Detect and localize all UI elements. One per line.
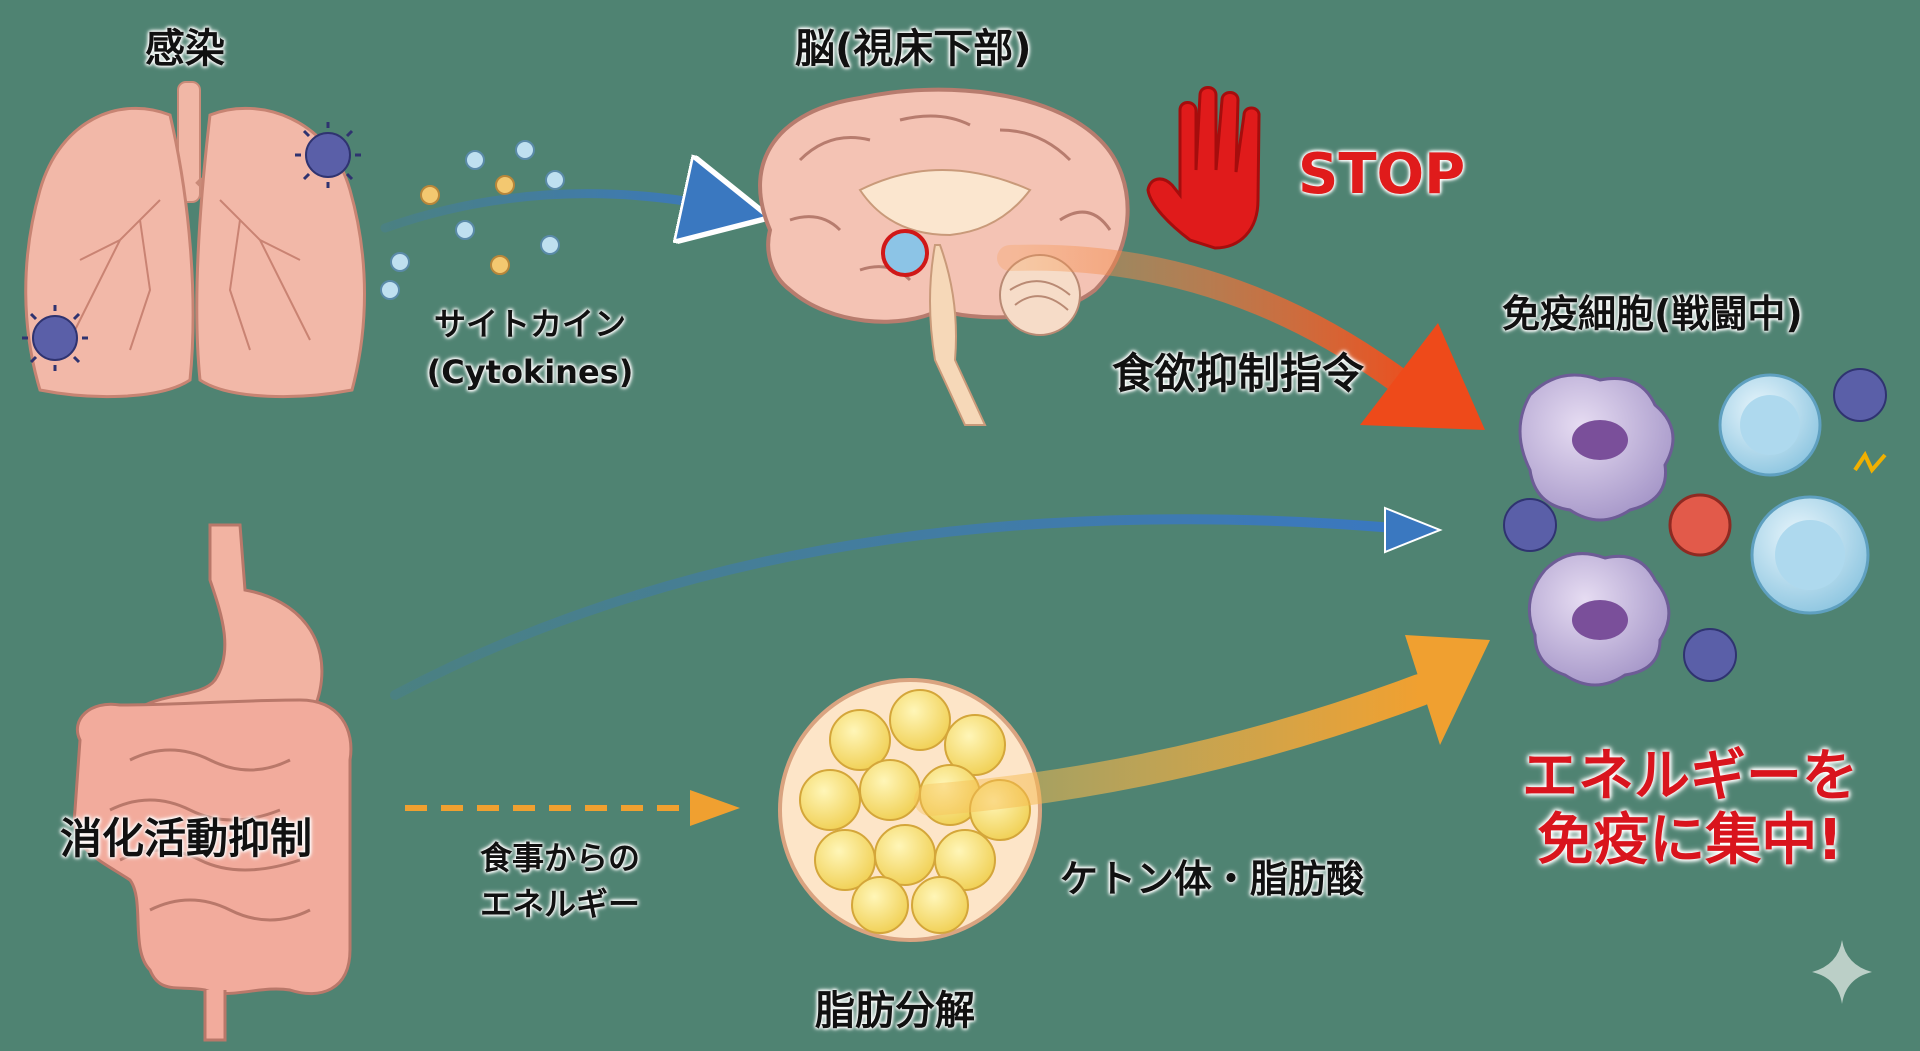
fat-cells-icon [778, 678, 1042, 942]
food-energy-label: 食事からの エネルギー [440, 835, 680, 927]
immune-cell-icon [1503, 368, 1887, 687]
intestine-icon [72, 698, 353, 1042]
brain-label: 脳(視床下部) [795, 26, 1032, 72]
infection-label: 感染 [145, 26, 225, 72]
virus-icon [22, 122, 361, 371]
ketone-label: ケトン体・脂肪酸 [1060, 857, 1365, 901]
cytokine-arrow [380, 194, 735, 228]
stop-label: STOP [1298, 142, 1466, 207]
fat-breakdown-label: 脂肪分解 [815, 988, 975, 1034]
cytokine-label: サイトカイン (Cytokines) [410, 300, 650, 396]
cytokine-label-line2: (Cytokines) [426, 353, 634, 391]
digestion-suppression-label: 消化活動抑制 [60, 814, 313, 863]
stop-hand-icon [1146, 86, 1261, 250]
immune-cells-label: 免疫細胞(戦闘中) [1502, 292, 1803, 336]
conclusion-line1: エネルギーを [1522, 744, 1858, 809]
digestion-arrow [390, 514, 1400, 700]
sparkle-icon [1812, 940, 1872, 1004]
lungs-icon [24, 81, 366, 399]
conclusion-line2: 免疫に集中! [1537, 808, 1843, 874]
appetite-command-label: 食欲抑制指令 [1112, 349, 1365, 398]
food-energy-label-line2: エネルギー [479, 885, 640, 923]
ketone-arrow [914, 674, 1436, 816]
cytokine-label-line1: サイトカイン [433, 305, 626, 343]
cytokine-particles [380, 140, 565, 300]
conclusion-label: エネルギーを 免疫に集中! [1480, 744, 1900, 874]
food-energy-label-line1: 食事からの [479, 839, 640, 877]
